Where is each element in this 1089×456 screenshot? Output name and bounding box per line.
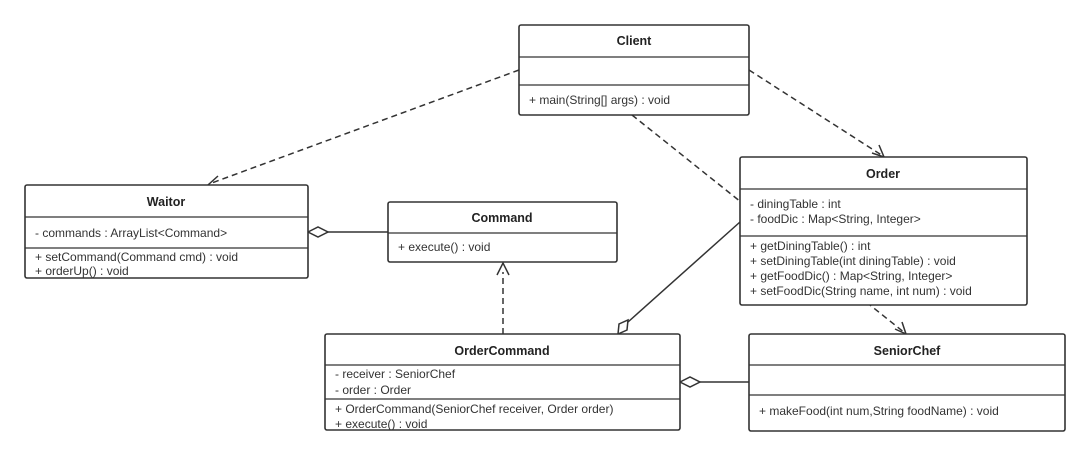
dependency-client-order xyxy=(748,69,886,159)
aggregation-waitor-command xyxy=(306,226,388,238)
class-name: SeniorChef xyxy=(874,344,942,358)
class-name: Client xyxy=(617,34,653,48)
class-name: Order xyxy=(866,167,900,181)
method: + execute() : void xyxy=(335,417,427,431)
method: + main(String[] args) : void xyxy=(529,93,670,107)
attribute: - commands : ArrayList<Command> xyxy=(35,226,227,240)
attribute: - diningTable : int xyxy=(750,197,841,211)
realization-ordercommand-command xyxy=(496,261,510,334)
class-command[interactable]: Command + execute() : void xyxy=(387,201,618,263)
method: + getDiningTable() : int xyxy=(750,239,871,253)
method: + execute() : void xyxy=(398,240,490,254)
class-name: OrderCommand xyxy=(454,344,549,358)
method: + setCommand(Command cmd) : void xyxy=(35,250,238,264)
class-ordercommand[interactable]: OrderCommand - receiver : SeniorChef - o… xyxy=(324,333,681,431)
class-name: Waitor xyxy=(147,195,186,209)
class-client[interactable]: Client + main(String[] args) : void xyxy=(518,24,750,116)
method: + OrderCommand(SeniorChef receiver, Orde… xyxy=(335,402,613,416)
class-name: Command xyxy=(471,211,532,225)
method: + getFoodDic() : Map<String, Integer> xyxy=(750,269,952,283)
attribute: - order : Order xyxy=(335,383,411,397)
method: + setDiningTable(int diningTable) : void xyxy=(750,254,956,268)
aggregation-ordercommand-seniorchef xyxy=(678,376,749,388)
method: + makeFood(int num,String foodName) : vo… xyxy=(759,404,999,418)
class-seniorchef[interactable]: SeniorChef + makeFood(int num,String foo… xyxy=(748,333,1066,432)
attribute: - receiver : SeniorChef xyxy=(335,367,456,381)
aggregation-ordercommand-order xyxy=(617,221,741,336)
method: + setFoodDic(String name, int num) : voi… xyxy=(750,284,972,298)
attribute: - foodDic : Map<String, Integer> xyxy=(750,212,921,226)
dependency-client-waitor xyxy=(206,69,520,188)
class-order[interactable]: Order - diningTable : int - foodDic : Ma… xyxy=(739,156,1028,306)
class-waitor[interactable]: Waitor - commands : ArrayList<Command> +… xyxy=(24,184,309,279)
method: + orderUp() : void xyxy=(35,264,129,278)
